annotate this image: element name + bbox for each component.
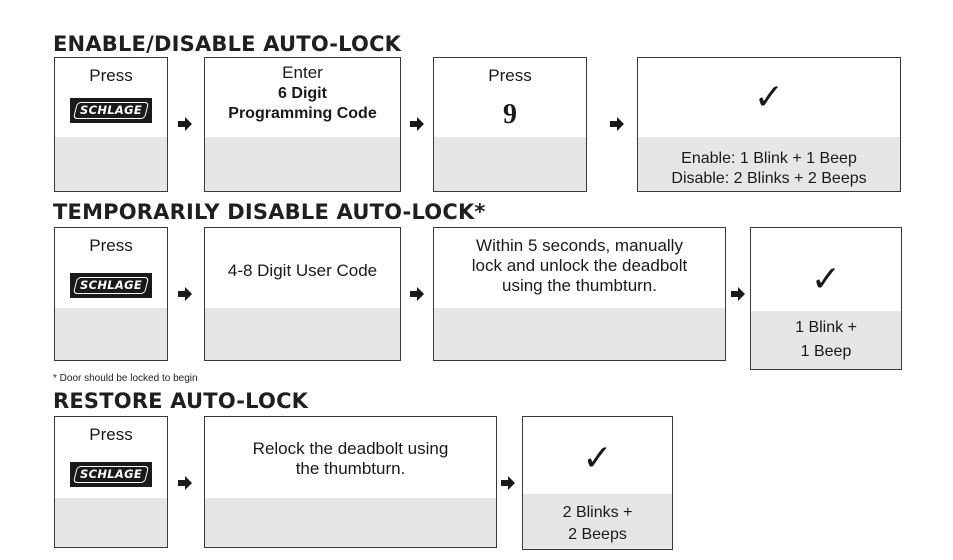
result-restore-line1: 2 Blinks + [562, 504, 633, 521]
arrow-right-icon [610, 117, 624, 131]
key-nine: 9 [503, 99, 517, 130]
arrow-right-icon [178, 287, 192, 301]
step-label-thumbturn: using the thumbturn. [502, 276, 657, 295]
step-box-manual-lock: Within 5 seconds, manually lock and unlo… [433, 227, 726, 361]
result-enable-text: Enable: 1 Blink + 1 Beep [681, 150, 857, 167]
step-box-user-code: 4-8 Digit User Code [204, 227, 401, 361]
heading-restore: RESTORE AUTO-LOCK [53, 389, 309, 413]
step-box-press-logo-2: Press SCHLAGE [54, 227, 168, 361]
step-box-press-9: Press 9 [433, 57, 587, 192]
schlage-logo: SCHLAGE [70, 98, 152, 123]
step-label-six-digit: 6 Digit [278, 85, 327, 102]
result-box-temp: ✓ 1 Blink + 1 Beep [750, 227, 902, 370]
result-box-enable: ✓ Enable: 1 Blink + 1 Beep Disable: 2 Bl… [637, 57, 901, 192]
result-temp-line1: 1 Blink + [795, 319, 857, 336]
step-label-press: Press [89, 425, 133, 444]
heading-enable-disable: ENABLE/DISABLE AUTO-LOCK [53, 32, 402, 56]
step-box-enter-code: Enter 6 Digit Programming Code [204, 57, 401, 192]
arrow-right-icon [410, 117, 424, 131]
step-label-press: Press [89, 66, 133, 85]
result-box-restore: ✓ 2 Blinks + 2 Beeps [522, 416, 673, 550]
step-label-press: Press [488, 66, 532, 85]
checkmark-icon: ✓ [582, 438, 613, 479]
arrow-right-icon [501, 476, 515, 490]
checkmark-icon: ✓ [753, 77, 785, 118]
step-label-relock: Relock the deadbolt using [252, 439, 449, 458]
step-label-programming-code: Programming Code [228, 105, 377, 122]
step-box-press-logo-3: Press SCHLAGE [54, 416, 168, 548]
checkmark-icon: ✓ [810, 259, 842, 300]
result-temp-line2: 1 Beep [800, 343, 852, 360]
step-label-enter: Enter [282, 63, 323, 82]
heading-temporarily-disable: TEMPORARILY DISABLE AUTO-LOCK* [53, 200, 486, 224]
step-label-press: Press [89, 236, 133, 255]
step-box-press-logo-1: Press SCHLAGE [54, 57, 168, 192]
step-label-user-code: 4-8 Digit User Code [227, 261, 378, 280]
step-label-restore-thumbturn: the thumbturn. [295, 459, 406, 478]
schlage-logo: SCHLAGE [70, 273, 152, 298]
arrow-right-icon [178, 117, 192, 131]
arrow-right-icon [731, 287, 745, 301]
step-label-within-5-seconds: Within 5 seconds, manually [476, 236, 683, 255]
step-label-lock-unlock: lock and unlock the deadbolt [471, 256, 688, 275]
arrow-right-icon [410, 287, 424, 301]
step-box-relock: Relock the deadbolt using the thumbturn. [204, 416, 497, 548]
result-disable-text: Disable: 2 Blinks + 2 Beeps [671, 170, 867, 187]
result-restore-line2: 2 Beeps [568, 526, 627, 543]
schlage-logo: SCHLAGE [70, 462, 152, 487]
footnote: * Door should be locked to begin [53, 373, 198, 384]
arrow-right-icon [178, 476, 192, 490]
